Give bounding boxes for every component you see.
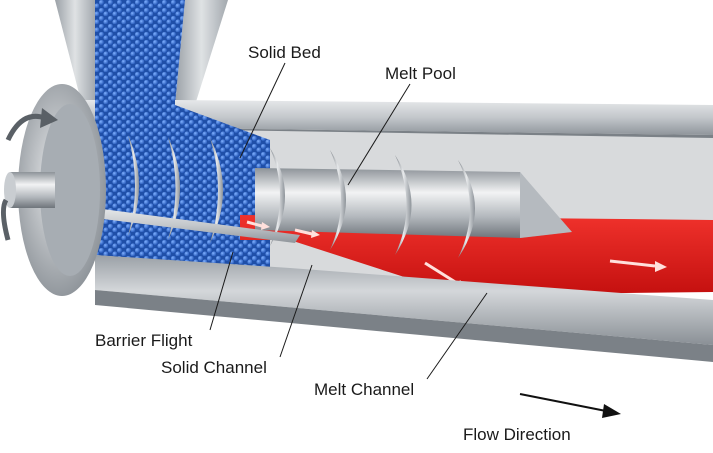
leader-melt-pool (347, 83, 411, 186)
hopper (55, 0, 228, 105)
hopper-pellets (95, 0, 185, 105)
label-melt-channel: Melt Channel (314, 380, 415, 399)
barrel-flange (4, 84, 106, 296)
label-melt-pool: Melt Pool (385, 64, 456, 83)
label-solid-bed: Solid Bed (248, 43, 321, 62)
barrel-lower-wall (95, 255, 713, 345)
screw-shaft (255, 168, 570, 238)
label-barrier-flight: Barrier Flight (95, 331, 193, 350)
screw-flight (458, 160, 475, 258)
barrel-lower-edge (95, 290, 713, 362)
screw-flight (270, 148, 285, 246)
rotation-arrows (0, 108, 58, 241)
leader-barrier-flight (209, 251, 234, 331)
screw-flight (330, 150, 346, 250)
leader-lines (209, 62, 488, 380)
screw-flight (128, 135, 139, 236)
leader-solid-channel (279, 264, 313, 358)
flow-direction-arrow (519, 393, 621, 418)
leader-solid-bed (239, 62, 286, 159)
melt-channel (240, 215, 713, 295)
screw-flight (210, 138, 223, 243)
barrier-flight (95, 208, 300, 243)
drive-shaft (10, 172, 55, 208)
leader-melt-channel (426, 292, 488, 380)
screw-flight (168, 137, 180, 240)
label-flow-direction: Flow Direction (463, 425, 571, 444)
screw-flight (395, 155, 412, 255)
screw-tip (520, 172, 572, 238)
screw (128, 135, 572, 258)
label-solid-channel: Solid Channel (161, 358, 267, 377)
